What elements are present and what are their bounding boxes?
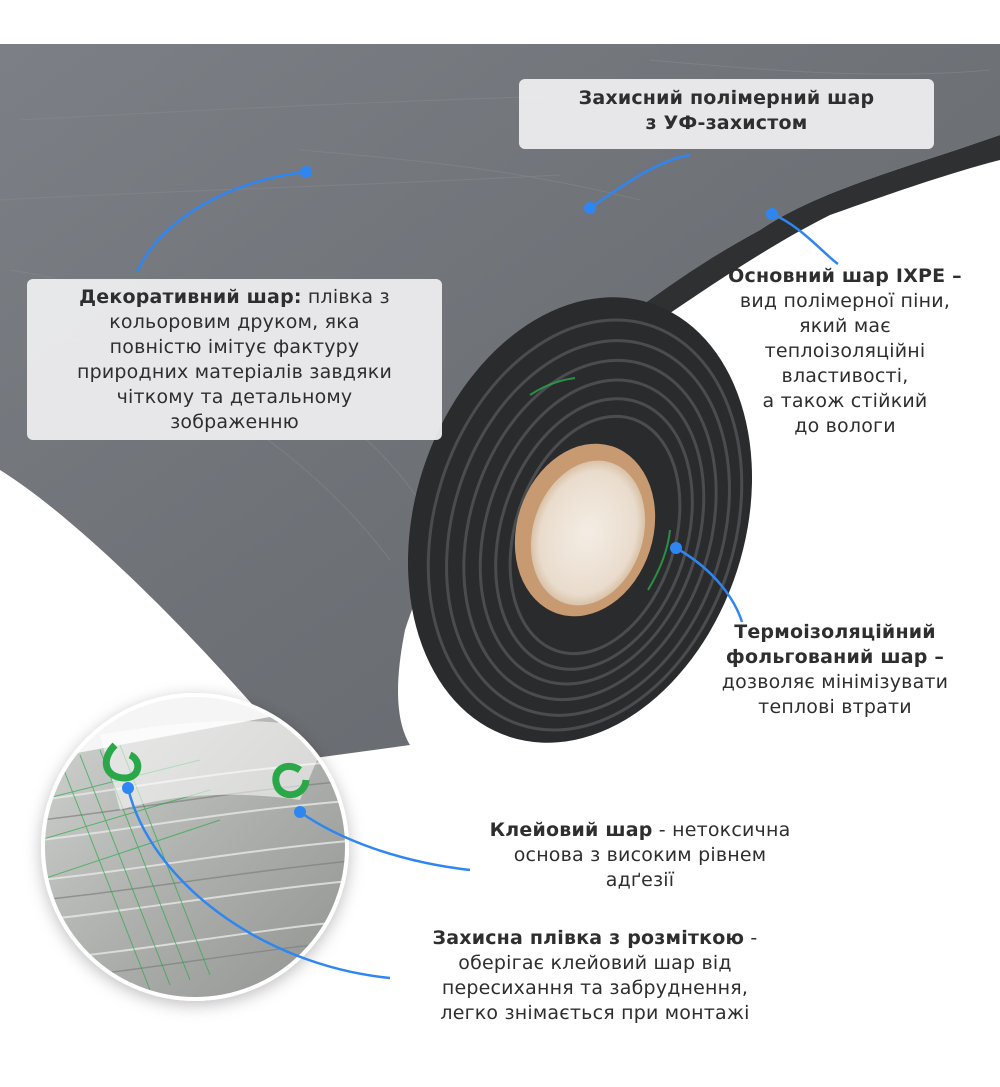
adhesive-line3: адґезії bbox=[605, 869, 675, 891]
leader-adhesive bbox=[299, 810, 471, 872]
dot-decorative bbox=[300, 166, 312, 178]
adhesive-line1: - нетоксична bbox=[652, 819, 791, 841]
leader-foil bbox=[675, 546, 744, 623]
callout-protective-film: Захисна плівка з розміткою - оберігає кл… bbox=[385, 926, 805, 1026]
uv-title-line1: Захисний полімерний шар bbox=[578, 87, 875, 109]
uv-title-line2: з УФ-захистом bbox=[645, 112, 808, 134]
adhesive-title: Клейовий шар bbox=[489, 819, 653, 841]
callout-decorative-layer: Декоративний шар: плівка з кольоровим др… bbox=[27, 279, 442, 440]
foil-title2: фольгований шар – bbox=[725, 646, 945, 668]
callout-foil-layer: Термоізоляційний фольгований шар – дозво… bbox=[680, 620, 990, 720]
dot-adhesive bbox=[294, 806, 306, 818]
dot-ixpe bbox=[766, 208, 778, 220]
leader-dots bbox=[122, 166, 778, 818]
ixpe-line4: теплоізоляційні bbox=[764, 340, 926, 362]
decor-line5: чіткому та детальному bbox=[116, 386, 353, 408]
core-hole bbox=[530, 460, 646, 606]
ixpe-line2: вид полімерної піни, bbox=[739, 290, 951, 312]
leader-film bbox=[126, 787, 391, 980]
roll-green-marks bbox=[529, 377, 671, 591]
decor-line4: природних матеріалів завдяки bbox=[76, 361, 393, 383]
decor-line3: повністю імітує фактуру bbox=[109, 336, 360, 358]
film-title: Захисна плівка з розміткою bbox=[432, 927, 745, 949]
film-line4: легко знімається при монтажі bbox=[440, 1002, 750, 1024]
callout-uv-layer: Захисний полімерний шар з УФ-захистом bbox=[519, 79, 934, 149]
decor-title: Декоративний шар: bbox=[79, 286, 302, 308]
decor-line2: кольоровим друком, яка bbox=[109, 311, 360, 333]
sheet-edge bbox=[615, 135, 1000, 340]
foil-line4: теплові втрати bbox=[758, 696, 912, 718]
film-line2: оберігає клейовий шар від bbox=[458, 952, 732, 974]
ixpe-line6: а також стійкий bbox=[762, 390, 928, 412]
foil-title1: Термоізоляційний bbox=[734, 621, 936, 643]
dot-film bbox=[122, 782, 134, 794]
leader-uv bbox=[589, 153, 691, 210]
callout-adhesive-layer: Клейовий шар - нетоксична основа з висок… bbox=[440, 818, 840, 893]
film-line1: - bbox=[744, 927, 758, 949]
decor-line1: плівка з bbox=[301, 286, 390, 308]
foil-line3: дозволяє мінімізувати bbox=[721, 671, 949, 693]
detail-inset bbox=[41, 693, 349, 1001]
leader-ixpe bbox=[771, 212, 839, 266]
dot-uv bbox=[584, 202, 596, 214]
leader-decorative bbox=[135, 170, 307, 273]
decor-line6: зображенню bbox=[170, 411, 299, 433]
adhesive-line2: основа з високим рівнем bbox=[513, 844, 767, 866]
ixpe-line3: який має bbox=[799, 315, 891, 337]
ixpe-line7: до вологи bbox=[794, 415, 896, 437]
ixpe-title: Основний шар IXPE – bbox=[728, 265, 962, 287]
film-line3: пересихання та забруднення, bbox=[441, 977, 749, 999]
dot-foil bbox=[670, 542, 682, 554]
leader-lines bbox=[126, 153, 839, 980]
ixpe-line5: властивості, bbox=[781, 365, 909, 387]
callout-ixpe-layer: Основний шар IXPE – вид полімерної піни,… bbox=[700, 264, 990, 439]
